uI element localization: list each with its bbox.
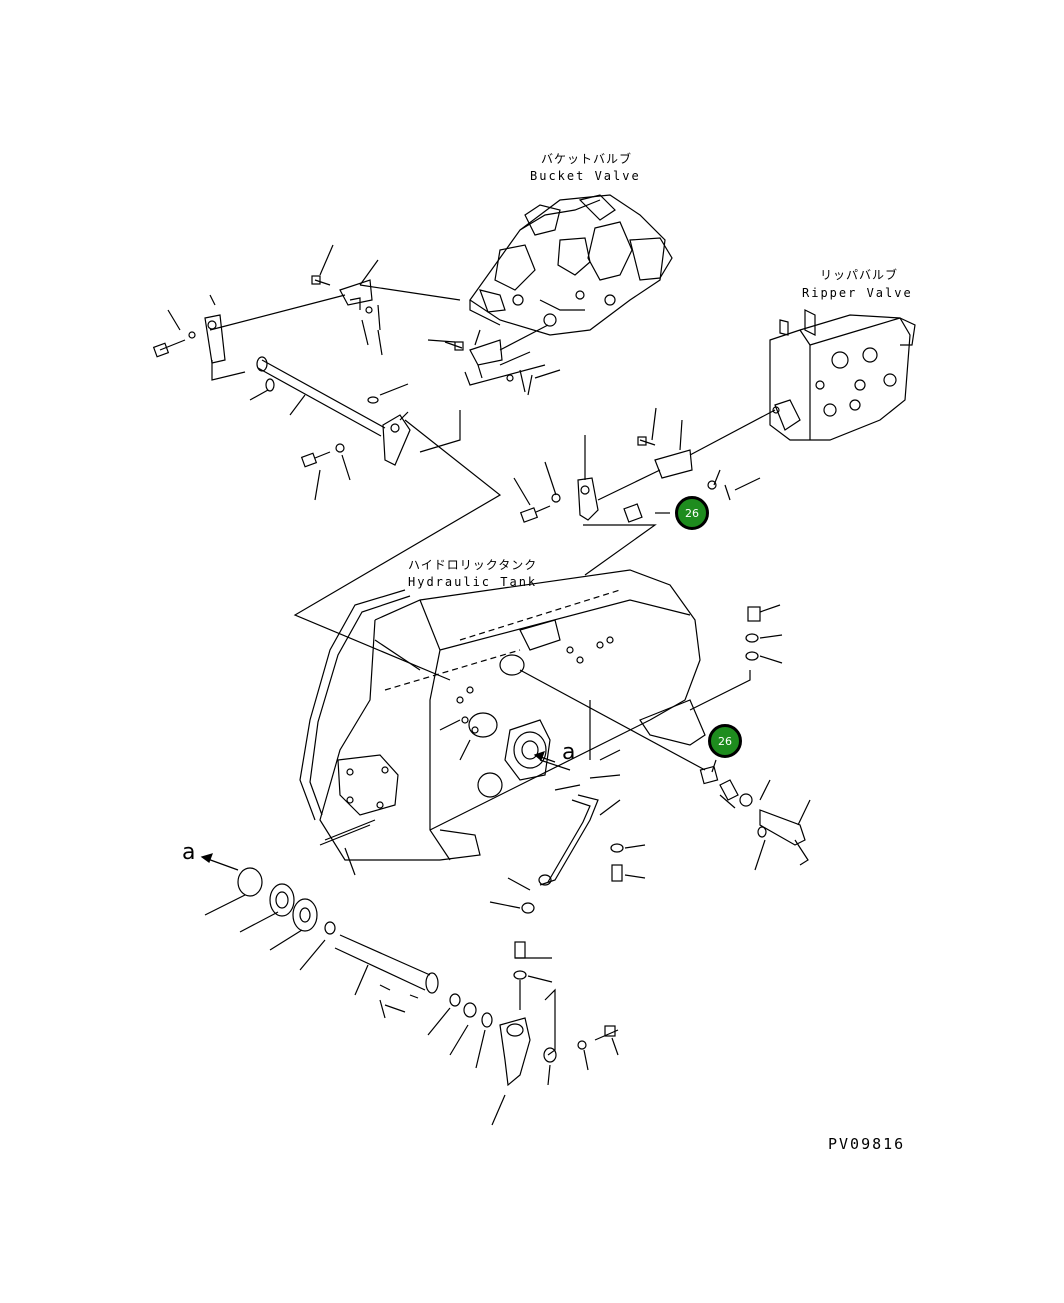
figure-number: PV09816 (828, 1135, 906, 1153)
ripper-valve-label-en: Ripper Valve (802, 286, 913, 300)
upper-linkage-drawing (152, 275, 549, 681)
hydraulic-tank-label-en: Hydraulic Tank (408, 575, 538, 589)
hydraulic-tank-label-jp: ハイドロリックタンク (408, 558, 538, 572)
ripper-valve-label-jp: リッパバルブ (820, 268, 899, 282)
callout-26-lower[interactable]: 26 (708, 724, 742, 758)
view-arrows (200, 751, 556, 871)
right-hardware-drawing (521, 604, 809, 914)
bucket-valve-label-en: Bucket Valve (530, 169, 641, 183)
callout-26-upper[interactable]: 26 (675, 496, 709, 530)
view-a-marker-top: a (562, 740, 576, 765)
ripper-valve-drawing (769, 309, 916, 441)
leader-lines (167, 244, 811, 1126)
lower-stack-drawing (237, 819, 619, 1087)
middle-linkage-drawing (519, 409, 776, 576)
hydraulic-tank-drawing (299, 569, 706, 861)
bucket-valve-drawing (469, 194, 673, 336)
view-a-marker-left: a (182, 840, 196, 865)
bucket-valve-label-jp: バケットバルブ (541, 152, 633, 166)
